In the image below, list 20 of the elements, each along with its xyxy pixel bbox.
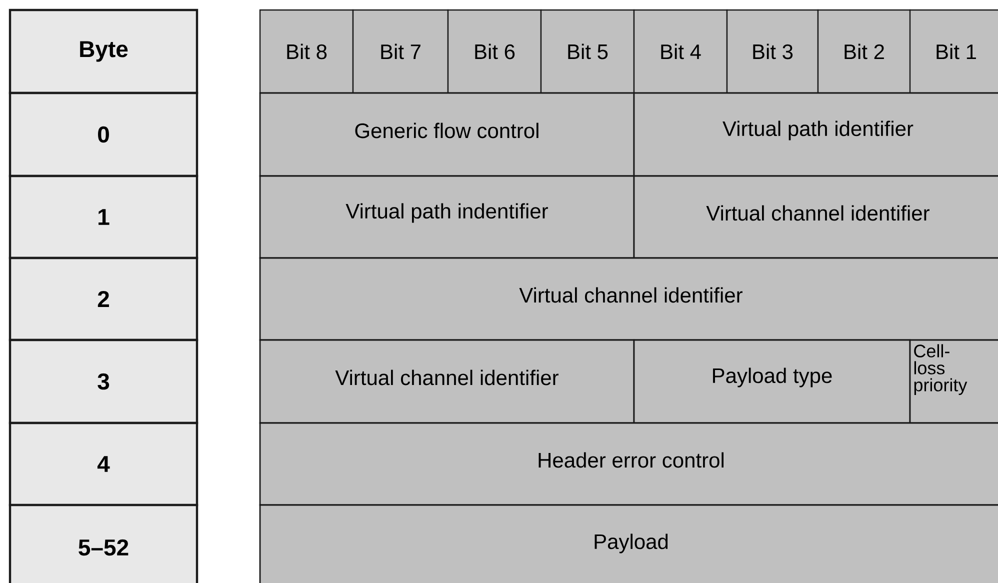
table-cell: 2 [8,256,198,342]
table-cell: 4 [8,422,198,506]
table-cell: Byte [8,8,198,94]
table-cell: 5–52 [8,504,198,583]
table-cell: Virtual channel identifier [633,175,998,259]
table-cell: Bit 5 [540,9,635,94]
table-cell: 0 [8,92,198,178]
table-cell: Virtual channel identifier [259,339,635,424]
table-cell: Bit 1 [909,9,998,94]
table-cell: Cell-loss priority [909,339,998,424]
table-cell: Virtual path indentifier [259,175,635,259]
table-cell: 1 [8,174,198,260]
table-cell: Bit 8 [259,9,354,94]
table-cell: Bit 4 [633,9,728,94]
table-cell: Bit 2 [817,9,911,94]
table-cell: 3 [8,338,198,424]
table-cell: Bit 6 [447,9,542,94]
table-cell: Bit 3 [726,9,819,94]
table-cell: Payload [259,504,998,583]
table-cell: Bit 7 [352,9,449,94]
